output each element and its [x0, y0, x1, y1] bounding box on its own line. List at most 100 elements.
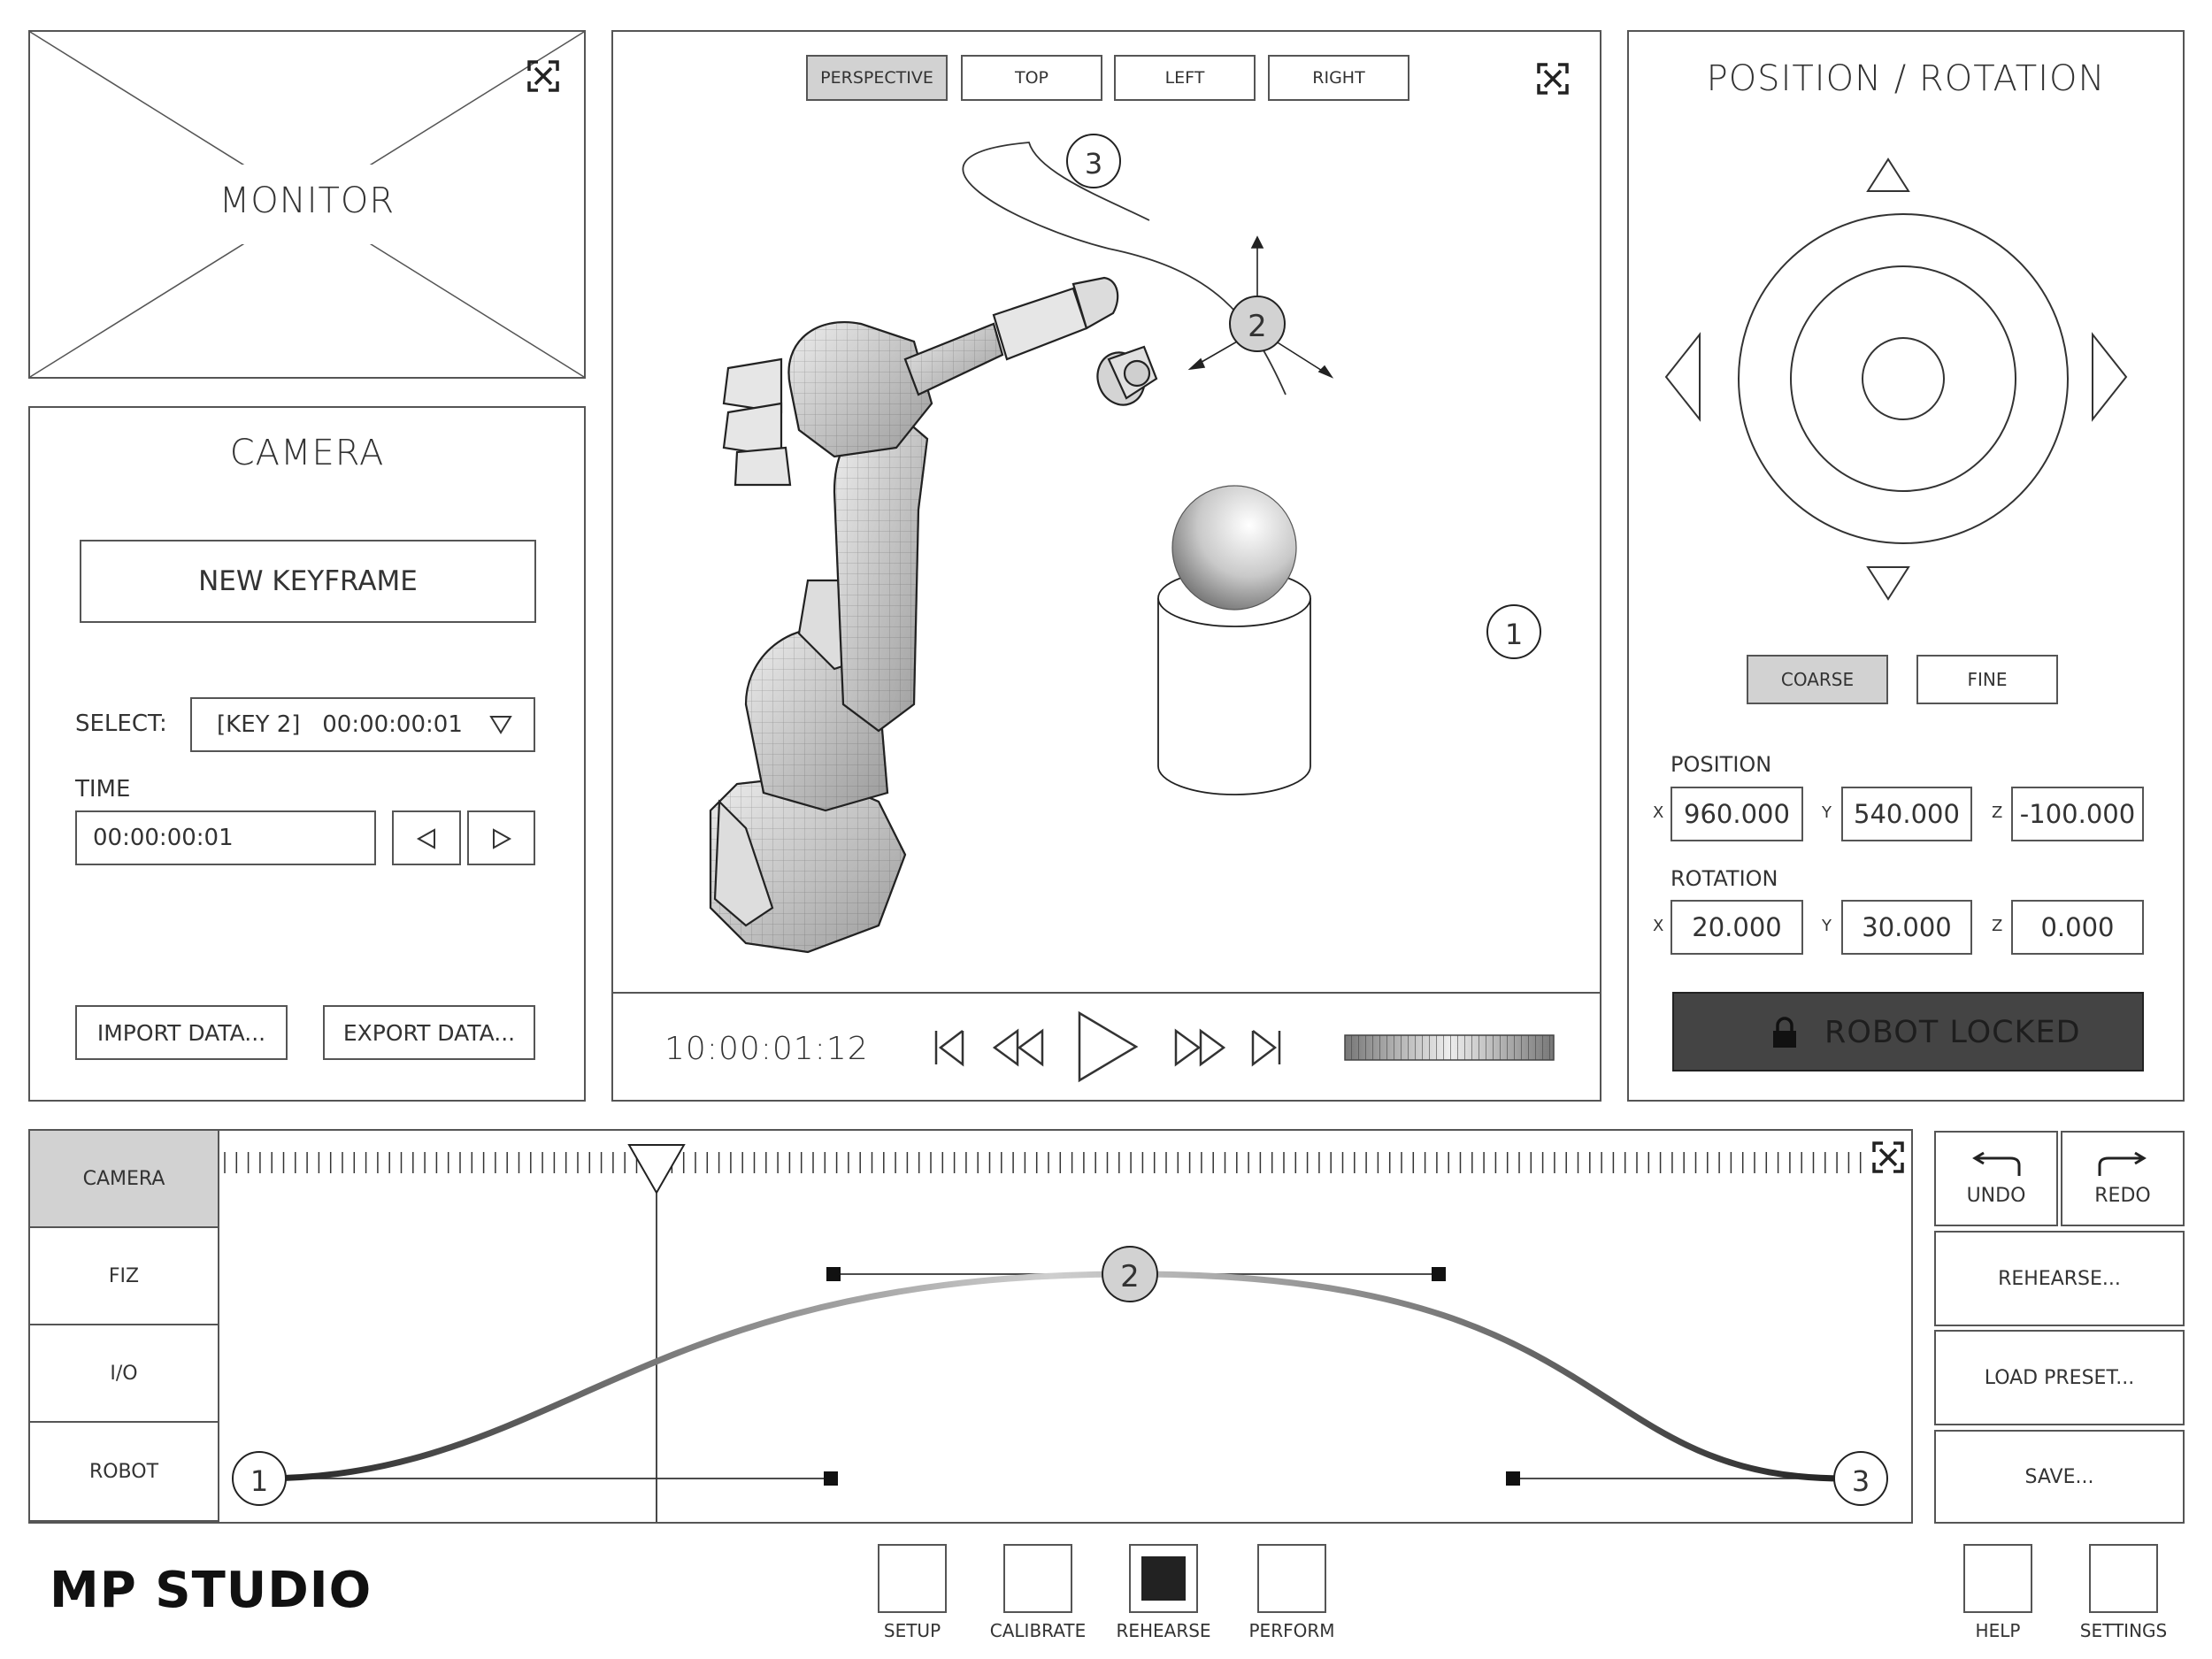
timeline-panel: CAMERA FIZ I/O ROBOT 1 2: [28, 1129, 1913, 1524]
viewport-keyframe-2-label: 2: [1248, 309, 1267, 344]
joystick-control[interactable]: [1629, 147, 2183, 625]
track-robot[interactable]: ROBOT: [28, 1421, 219, 1522]
rotation-label: ROTATION: [1671, 866, 1778, 891]
tab-perspective[interactable]: PERSPECTIVE: [806, 55, 948, 101]
position-y-input[interactable]: 540.000: [1841, 787, 1972, 841]
next-frame-button[interactable]: [467, 810, 535, 865]
ruler-ticks: [224, 1152, 1862, 1173]
lock-icon: [1773, 1017, 1796, 1048]
position-label: POSITION: [1671, 752, 1772, 777]
timeline-keyframe-1-marker[interactable]: [231, 1450, 288, 1507]
export-data-button[interactable]: EXPORT DATA...: [323, 1005, 535, 1060]
time-label: TIME: [75, 776, 131, 803]
mode-perform-label: PERFORM: [1248, 1620, 1335, 1641]
import-data-button[interactable]: IMPORT DATA...: [75, 1005, 288, 1060]
load-preset-button[interactable]: LOAD PRESET...: [1934, 1330, 2185, 1425]
timeline-expand-icon[interactable]: [1870, 1140, 1906, 1175]
rotation-x-axis-label: X: [1653, 917, 1664, 935]
tab-left[interactable]: LEFT: [1114, 55, 1256, 101]
fast-forward-icon[interactable]: [1174, 1028, 1226, 1067]
viewport-keyframe-3-marker[interactable]: [1065, 133, 1122, 189]
curve-handle: [826, 1267, 841, 1281]
camera-title: CAMERA: [229, 433, 385, 473]
help-label: HELP: [1975, 1620, 2021, 1641]
position-z-input[interactable]: -100.000: [2011, 787, 2144, 841]
viewport-keyframe-1-marker[interactable]: [1486, 603, 1542, 660]
settings-label: SETTINGS: [2079, 1620, 2168, 1641]
timeline-keyframe-3-label: 3: [1851, 1464, 1870, 1498]
rewind-icon[interactable]: [992, 1028, 1044, 1067]
mode-rehearse-button[interactable]: [1129, 1544, 1198, 1613]
time-input[interactable]: 00:00:00:01: [75, 810, 376, 865]
viewport-scene[interactable]: [613, 32, 1600, 992]
rehearse-button[interactable]: REHEARSE...: [1934, 1231, 2185, 1326]
active-mode-indicator: [1141, 1556, 1186, 1601]
select-label: SELECT:: [75, 710, 167, 737]
fine-button[interactable]: FINE: [1916, 655, 2058, 704]
position-rotation-title: POSITION / ROTATION: [1706, 58, 2106, 99]
triangle-right-icon: [493, 828, 512, 849]
viewport-panel: PERSPECTIVE TOP LEFT RIGHT: [611, 30, 1601, 1102]
monitor-placeholder-image: [29, 31, 585, 378]
help-button[interactable]: [1963, 1544, 2032, 1613]
monitor-label: MONITOR: [219, 180, 396, 221]
viewport-keyframe-3-label: 3: [1084, 147, 1103, 180]
save-button[interactable]: SAVE...: [1934, 1430, 2185, 1524]
play-icon[interactable]: [1077, 1010, 1139, 1083]
chevron-down-icon: [489, 716, 512, 734]
tab-top[interactable]: TOP: [961, 55, 1102, 101]
position-x-axis-label: X: [1653, 803, 1664, 822]
position-x-input[interactable]: 960.000: [1671, 787, 1803, 841]
new-keyframe-button[interactable]: NEW KEYFRAME: [80, 540, 536, 623]
scene-object-sphere: [1171, 485, 1297, 611]
rotation-x-input[interactable]: 20.000: [1671, 900, 1803, 955]
keyframe-select[interactable]: [KEY 2] 00:00:00:01: [190, 697, 535, 752]
camera-panel: CAMERA NEW KEYFRAME SELECT: [KEY 2] 00:0…: [28, 406, 586, 1102]
redo-icon: [2098, 1151, 2147, 1176]
track-camera[interactable]: CAMERA: [28, 1129, 219, 1228]
rotation-z-axis-label: Z: [1992, 917, 2003, 935]
rotation-y-input[interactable]: 30.000: [1841, 900, 1972, 955]
curve-handle: [1506, 1471, 1520, 1486]
track-fiz[interactable]: FIZ: [28, 1226, 219, 1325]
rotation-z-input[interactable]: 0.000: [2011, 900, 2144, 955]
viewport-keyframe-2-marker[interactable]: [1228, 295, 1286, 353]
tab-right[interactable]: RIGHT: [1268, 55, 1409, 101]
position-rotation-panel: POSITION / ROTATION COARSE FINE POSITION…: [1627, 30, 2185, 1102]
skip-to-start-icon[interactable]: [933, 1029, 965, 1067]
playhead[interactable]: [624, 1141, 695, 1531]
keyframe-select-value: [KEY 2] 00:00:00:01: [217, 711, 463, 738]
rotation-y-axis-label: Y: [1822, 917, 1832, 935]
undo-button[interactable]: UNDO: [1934, 1131, 2058, 1226]
mode-setup-label: SETUP: [883, 1620, 941, 1641]
timeline-keyframe-3-marker[interactable]: [1832, 1450, 1889, 1507]
track-io[interactable]: I/O: [28, 1324, 219, 1423]
curve-handle: [824, 1471, 838, 1486]
prev-frame-button[interactable]: [392, 810, 461, 865]
timeline-ruler[interactable]: [221, 1145, 1876, 1180]
timeline-keyframe-2-label: 2: [1120, 1259, 1140, 1294]
animation-curve[interactable]: [30, 1131, 1911, 1522]
triangle-left-icon: [416, 828, 435, 849]
undo-label: UNDO: [1966, 1184, 2026, 1207]
viewport-expand-icon[interactable]: [1535, 61, 1571, 96]
skip-to-end-icon[interactable]: [1250, 1029, 1282, 1067]
mode-calibrate-button[interactable]: [1003, 1544, 1072, 1613]
settings-button[interactable]: [2089, 1544, 2158, 1613]
mode-perform-button[interactable]: [1257, 1544, 1326, 1613]
robot-lock-button[interactable]: ROBOT LOCKED: [1672, 992, 2144, 1071]
robot-lock-label: ROBOT LOCKED: [1824, 1015, 2081, 1050]
mode-setup-button[interactable]: [878, 1544, 947, 1613]
timeline-keyframe-2-marker[interactable]: [1101, 1245, 1159, 1303]
position-z-axis-label: Z: [1992, 803, 2003, 822]
mode-calibrate-label: CALIBRATE: [989, 1620, 1087, 1641]
redo-button[interactable]: REDO: [2061, 1131, 2185, 1226]
undo-icon: [1972, 1151, 2021, 1176]
position-y-axis-label: Y: [1822, 803, 1832, 822]
transform-gizmo: [1187, 235, 1334, 379]
monitor-expand-icon[interactable]: [526, 58, 561, 94]
coarse-button[interactable]: COARSE: [1747, 655, 1888, 704]
mode-rehearse-label: REHEARSE: [1116, 1620, 1211, 1641]
brand-logo: MP STUDIO: [50, 1562, 373, 1619]
viewport-keyframe-1-label: 1: [1504, 618, 1524, 651]
